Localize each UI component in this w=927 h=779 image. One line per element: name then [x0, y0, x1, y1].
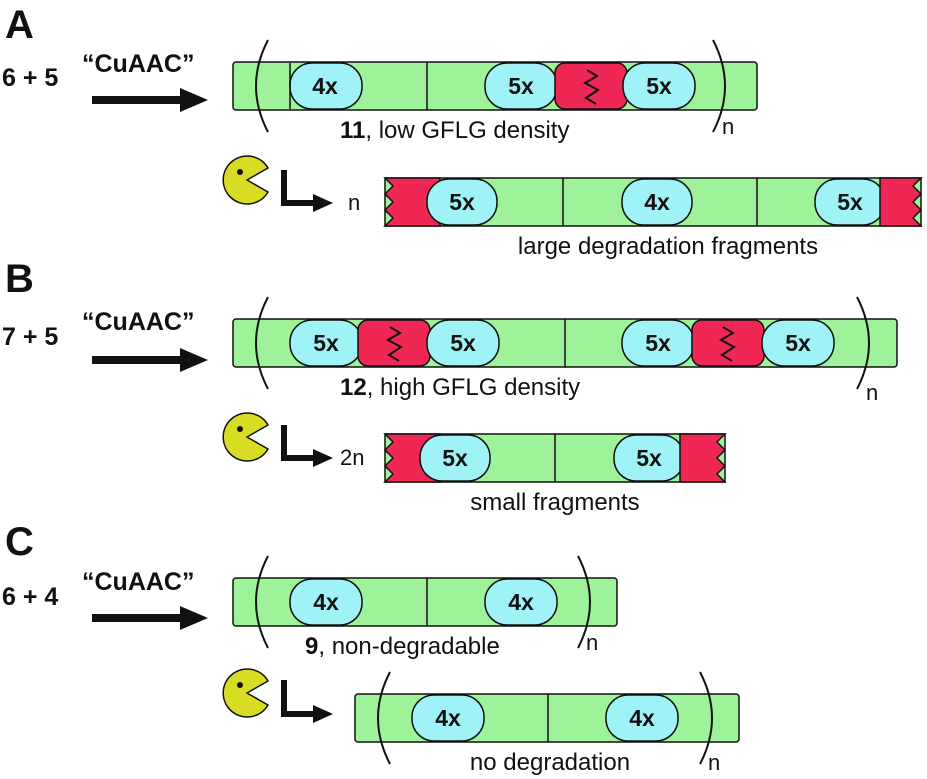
segment-label: 5x — [449, 189, 475, 215]
fragment-small: 5x 5x — [383, 433, 727, 483]
panel-a-letter: A — [5, 3, 34, 47]
segment-label: 5x — [646, 73, 672, 99]
segment-label: 5x — [645, 330, 671, 356]
degradation-arrow — [281, 170, 333, 212]
degradation-arrow — [281, 680, 333, 723]
panel-a-cuaac-label: “CuAAC” — [82, 50, 195, 78]
fragment-caption: small fragments — [470, 489, 639, 516]
repeat-n-label: n — [722, 114, 734, 139]
pacman-enzyme-icon — [222, 412, 270, 462]
panel-b: B 7 + 5 “CuAAC” 5x 5x 5x 5x n 12, high — [2, 257, 898, 516]
polymer-12: 5x 5x 5x 5x n — [232, 296, 898, 405]
panel-b-reactants: 7 + 5 — [2, 323, 58, 351]
polymer-9: 4x 4x n — [232, 555, 618, 655]
segment-label: 5x — [508, 73, 534, 99]
polymer-12-caption: 12, high GFLG density — [340, 374, 580, 401]
segment-label: 4x — [435, 705, 461, 731]
polymer-9-caption: 9, non-degradable — [305, 633, 500, 660]
segment-label: 4x — [629, 705, 655, 731]
fragment-multiplier: 2n — [340, 445, 364, 470]
panel-c-cuaac-label: “CuAAC” — [82, 568, 195, 596]
repeat-n-label: n — [866, 380, 878, 405]
segment-label: 5x — [450, 330, 476, 356]
panel-b-reaction-arrow — [92, 348, 208, 372]
panel-a-reaction-arrow — [92, 88, 208, 112]
repeat-bracket-left — [255, 39, 269, 133]
fragment-caption: no degradation — [470, 749, 630, 776]
polymer-11: 4x 5x 5x n — [232, 39, 758, 139]
zigzag-cleavage-icon — [582, 69, 600, 105]
fragment-multiplier: n — [348, 190, 360, 215]
fragment-caption: large degradation fragments — [518, 233, 818, 260]
repeat-bracket-right — [712, 39, 726, 133]
segment-label: 5x — [442, 445, 468, 471]
panel-c-reaction-arrow — [92, 606, 208, 630]
panel-c: C 6 + 4 “CuAAC” 4x 4x n 9, non-degradabl… — [2, 520, 740, 776]
panel-a: A 6 + 5 “CuAAC” 4x 5x 5x n 11, low GFLG … — [2, 3, 923, 260]
degradation-arrow — [281, 425, 333, 467]
polymer-11-caption: 11, low GFLG density — [340, 117, 569, 144]
panel-c-reactants: 6 + 4 — [2, 583, 58, 611]
fragment-large: 5x 4x 5x — [383, 177, 923, 227]
segment-5x — [622, 62, 696, 110]
segment-label: 4x — [644, 189, 670, 215]
panel-b-letter: B — [5, 257, 34, 301]
segment-label: 5x — [837, 189, 863, 215]
pacman-enzyme-icon — [222, 668, 270, 718]
fragment-non-degraded: 4x 4x n — [354, 671, 740, 775]
panel-b-cuaac-label: “CuAAC” — [82, 308, 195, 336]
segment-label: 5x — [636, 445, 662, 471]
segment-label: 5x — [785, 330, 811, 356]
panel-a-reactants: 6 + 5 — [2, 64, 58, 92]
segment-label: 4x — [312, 73, 338, 99]
segment-label: 4x — [313, 589, 339, 615]
segment-label: 4x — [508, 589, 534, 615]
repeat-n-label: n — [708, 750, 720, 775]
segment-label: 5x — [313, 330, 339, 356]
repeat-n-label: n — [586, 630, 598, 655]
pacman-enzyme-icon — [222, 155, 270, 205]
panel-c-letter: C — [5, 520, 34, 564]
